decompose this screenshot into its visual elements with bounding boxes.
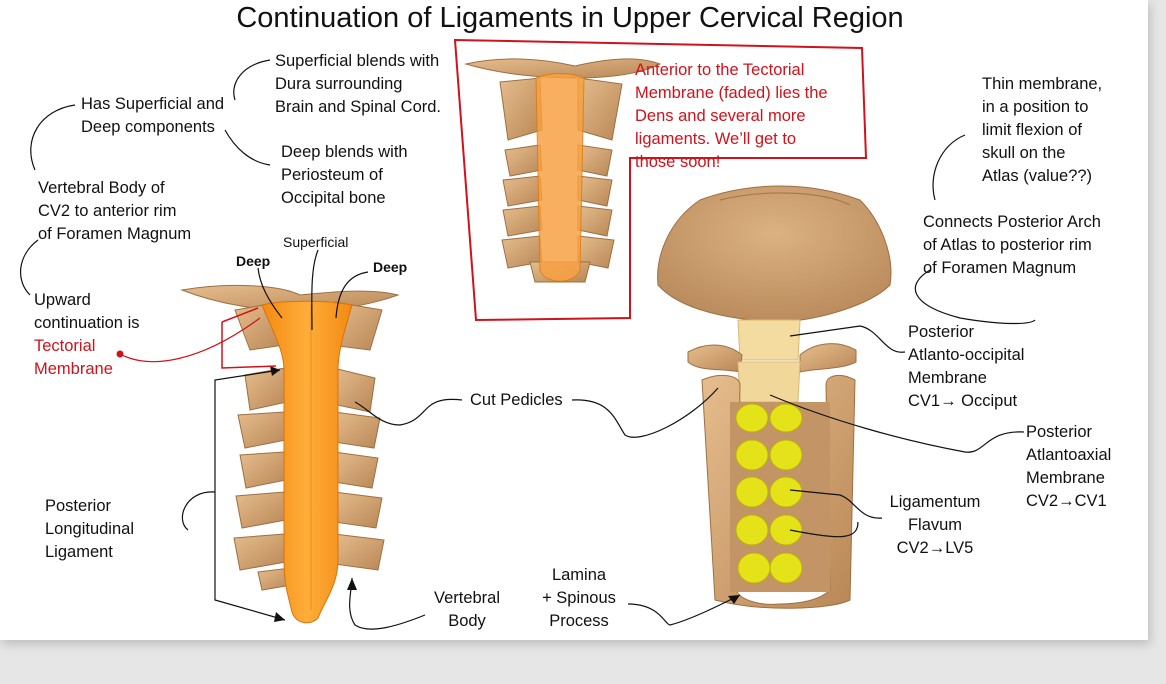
right-spine-image [657,185,892,609]
tectorial-bracket [221,307,277,369]
ligamentum-flavum-pads [735,403,803,584]
posterior-longitudinal-ligament [261,300,353,624]
label-deep-right: Deep [373,259,408,275]
leader-lines [19,59,1036,630]
posterior-atlantoaxial-membrane [737,361,801,403]
tectorial-marker [116,350,124,358]
skull-base [657,185,892,323]
label-deep-left: Deep [236,253,271,269]
arrowheads [270,366,740,622]
slide-title: Continuation of Ligaments in Upper Cervi… [236,2,904,34]
label-cut-pedicles: Cut Pedicles [470,391,563,409]
diagram-canvas [19,38,1036,630]
label-superficial: Superficial [283,234,349,250]
left-vertebrae [233,301,385,591]
top-spine-image [464,58,662,283]
left-spine-image [180,284,400,624]
slide: Continuation of Ligaments in Upper Cervi… [0,0,1148,640]
anterior-note-callout [453,38,868,322]
posterior-atlanto-occipital-membrane [737,319,801,361]
